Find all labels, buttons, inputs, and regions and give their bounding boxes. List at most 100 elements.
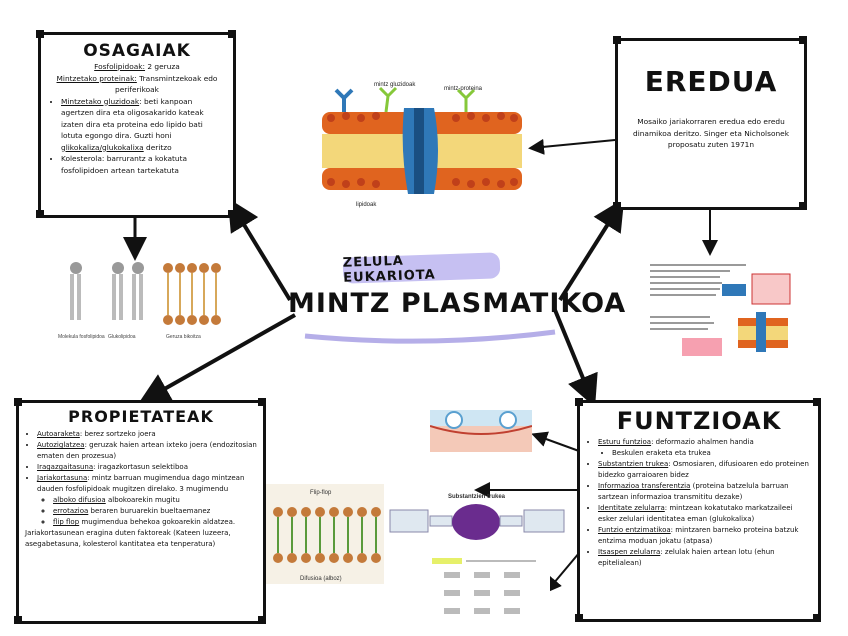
transport-illustration: Substantzien trukea	[389, 494, 565, 540]
list-item: Identitate zelularra: mintzean kokatutak…	[598, 503, 812, 525]
diffusion-heads-bottom	[273, 553, 381, 563]
frame-corner	[258, 616, 266, 624]
item-term: Informazioa transferentzia	[598, 482, 691, 490]
list-item: Substantzien trukea: Osmosiaren, difusio…	[598, 459, 812, 481]
transport-channel	[452, 504, 500, 540]
bilayer-molecule	[163, 263, 221, 325]
item-term: Itsaspen zelularra	[598, 548, 661, 556]
frame-corner	[14, 398, 22, 406]
fosfolipidoak-text: 2 geruza	[145, 62, 180, 71]
item-text: : geruzak haien artean ixteko joera (end…	[37, 441, 257, 460]
sub-list: Beskulen eraketa eta trukea	[598, 448, 812, 459]
frame-corner	[613, 36, 621, 44]
eredua-box: EREDUA Mosaiko jariakorraren eredua edo …	[613, 36, 807, 210]
arrow-center-funtzioak	[553, 309, 598, 408]
glikokaliza-term: glikokaliza/glukokalixa	[61, 142, 144, 152]
sub-text: beraren buruarekin bueltaemanez	[88, 507, 211, 515]
sub-list-item: alboko difusioa albokoarekin mugitu	[53, 495, 257, 506]
sub-list-item: errotazioa beraren buruarekin bueltaeman…	[53, 506, 257, 517]
sub-term: flip flop	[53, 518, 80, 526]
list-item: Esturu funtzioa: deformazio ahalmen hand…	[598, 437, 812, 459]
propietateak-list: Autoaraketa: berez sortzeko joera Autozi…	[25, 429, 257, 528]
label-molekula: Molekula fosfolipidoa	[58, 334, 105, 340]
subtitle-text: ZELULA EUKARIOTA	[342, 253, 436, 286]
eredua-text: Mosaiko jariakorraren eredua edo eredu d…	[633, 117, 789, 149]
glycolipid-molecule	[112, 262, 144, 320]
funtzioak-list: Esturu funtzioa: deformazio ahalmen hand…	[586, 437, 812, 569]
sub-term: alboko difusioa	[53, 496, 106, 504]
label-difusioa: Difusioa (alboz)	[300, 576, 342, 582]
diffusion-heads-top	[273, 507, 381, 517]
list-item: Autoaraketa: berez sortzeko joera	[37, 429, 257, 440]
sub-list: alboko difusioa albokoarekin mugitu erro…	[37, 495, 257, 528]
frame-corner	[575, 398, 583, 406]
frame-corner	[228, 30, 236, 38]
protein-channel	[414, 108, 424, 194]
osagaiak-line1: Fosfolipidoak: 2 geruza	[49, 61, 225, 73]
sub-text: albokoarekin mugitu	[105, 496, 180, 504]
frame-corner	[575, 614, 583, 622]
item-term: Identitate zelularra	[598, 504, 665, 512]
propietateak-box: PROPIETATEAK Autoaraketa: berez sortzeko…	[14, 398, 266, 624]
funtzioak-box: FUNTZIOAK Esturu funtzioa: deformazio ah…	[575, 398, 821, 622]
label-gluzidoak: mintz gluzidoak	[374, 82, 416, 88]
frame-corner	[14, 616, 22, 624]
sub-list-item: flip flop mugimendua behekoa gokoarekin …	[53, 517, 257, 528]
frame-corner	[36, 210, 44, 218]
item-text: : mintzean kokatutako markatzaileei eske…	[598, 504, 793, 523]
item-text: : mintzaren barneko proteina batzuk entz…	[598, 526, 799, 545]
item-text: : deformazio ahalmen handia	[651, 438, 754, 446]
gluzidoak-term: Mintzetako gluzidoak	[61, 96, 140, 106]
list-item: Kolesterola: barrurantz a kokatuta fosfo…	[61, 153, 225, 176]
frame-corner	[813, 398, 821, 406]
glycoprotein-left	[334, 88, 354, 112]
frame-corner	[228, 210, 236, 218]
subtitle-bubble: ZELULA EUKARIOTA	[342, 252, 501, 286]
item-term: Jariakortasuna	[37, 474, 88, 482]
frame-corner	[799, 202, 807, 210]
funtzioak-title: FUNTZIOAK	[616, 407, 782, 435]
model-membrane-sketch	[738, 312, 788, 352]
fosfolipidoak-term: Fosfolipidoak:	[94, 62, 146, 71]
osagaiak-list: Mintzetako gluzidoak: beti kanpoan agert…	[49, 96, 225, 177]
item-term: Substantzien trukea	[598, 460, 669, 468]
frame-corner	[36, 30, 44, 38]
item-text: : Osmosiaren, difusioaren edo proteinen …	[598, 460, 809, 479]
list-item: Mintzetako gluzidoak: beti kanpoan agert…	[61, 96, 225, 154]
item-term: Funtzio entzimatikoa	[598, 526, 671, 534]
transport-box-left	[389, 509, 429, 533]
item-text: (proteina batzelula barruan sartzean inf…	[598, 482, 789, 501]
frame-corner	[813, 614, 821, 622]
label-glukolipidoa: Glukolipidoa	[108, 334, 136, 340]
arrow-center-eredua	[558, 198, 625, 302]
item-term: Esturu funtzioa	[598, 438, 652, 446]
list-item: Jariakortasuna: mintz barruan mugimendua…	[37, 473, 257, 528]
eredua-title: EREDUA	[644, 65, 778, 98]
sub-term: errotazioa	[53, 507, 89, 515]
center-title: MINTZ PLASMATIKOA	[288, 288, 627, 319]
center-underline	[304, 329, 556, 344]
model-note-box	[682, 338, 722, 356]
osagaiak-box: OSAGAIAK Fosfolipidoak: 2 geruza Mintzet…	[36, 30, 236, 218]
vesicle-illustration	[430, 410, 532, 452]
gluzidoak-text-end: deritzo	[143, 142, 172, 152]
list-item: Itsaspen zelularra: zelulak haien artean…	[598, 547, 812, 569]
item-term: Autoaraketa	[37, 430, 80, 438]
item-text: : iragazkortasun selektiboa	[93, 463, 188, 471]
item-term: Autoziglatzea	[37, 441, 85, 449]
frame-corner	[613, 202, 621, 210]
list-item: Autoziglatzea: geruzak haien artean ixte…	[37, 440, 257, 462]
vesicle-b	[499, 411, 517, 429]
item-text: : zelulak haien artean lotu (ehun epitel…	[598, 548, 775, 567]
osagaiak-line2: Mintzetako proteinak: Transmintzekoak ed…	[49, 73, 225, 96]
osagaiak-title: OSAGAIAK	[83, 41, 191, 61]
gluzidoak-text: : beti kanpoan agertzen dira eta oligosa…	[61, 96, 204, 141]
frame-corner	[258, 398, 266, 406]
label-lipidoak: lipidoak	[356, 202, 377, 208]
sub-list-item: Beskulen eraketa eta trukea	[612, 448, 812, 459]
glycoprotein-right	[456, 88, 476, 112]
propietateak-title: PROPIETATEAK	[68, 407, 214, 426]
item-text: : berez sortzeko joera	[79, 430, 156, 438]
label-flipflop: Flip-flop	[310, 490, 332, 496]
item-text: : mintz barruan mugimendua dago mintzean…	[37, 474, 245, 493]
